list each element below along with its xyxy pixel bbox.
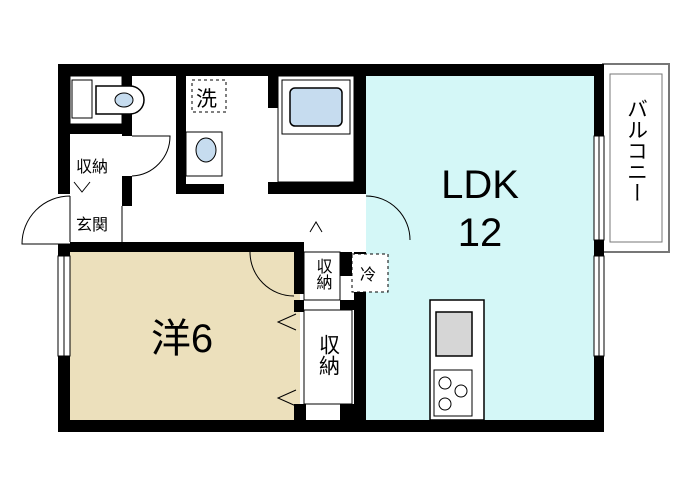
room-closet-label: 収納 <box>317 334 341 376</box>
western-room-label: 洋6 <box>151 317 213 361</box>
windows <box>57 135 605 357</box>
balcony-label: バルコニー <box>625 98 648 203</box>
balcony-inner-line <box>609 73 663 243</box>
ldk-door-swing <box>365 195 411 241</box>
entrance-closet-label: 収納 <box>76 158 108 176</box>
balcony-outline <box>602 63 670 253</box>
washroom-door-swing <box>131 135 171 177</box>
toilet-tank <box>71 79 93 119</box>
bathtub-rim <box>281 79 351 135</box>
washer-space <box>191 79 227 113</box>
hall-closet <box>303 251 341 301</box>
stove-burner-icon <box>438 376 452 390</box>
washbasin-icon <box>195 137 217 163</box>
western-room-door-swing <box>249 251 295 297</box>
stove-burner-icon <box>438 397 452 411</box>
kitchen-sink-icon <box>435 311 473 357</box>
entrance-label: 玄関 <box>76 216 108 234</box>
fridge-space <box>351 253 389 293</box>
room-closet <box>303 309 353 405</box>
hall-closet-label: 収納 <box>314 258 333 291</box>
ldk-size-label: 12 <box>458 211 503 255</box>
entrance-door-swing <box>21 195 71 245</box>
fridge-label: 冷 <box>360 266 376 284</box>
toilet-bowl <box>114 92 134 108</box>
ldk-label: LDK <box>441 163 519 207</box>
stove-burner-icon <box>454 384 468 398</box>
interior-walls <box>68 76 484 422</box>
bathtub-icon <box>289 87 343 127</box>
western-room-area <box>68 252 300 422</box>
washroom-label: 洗 <box>196 88 217 111</box>
